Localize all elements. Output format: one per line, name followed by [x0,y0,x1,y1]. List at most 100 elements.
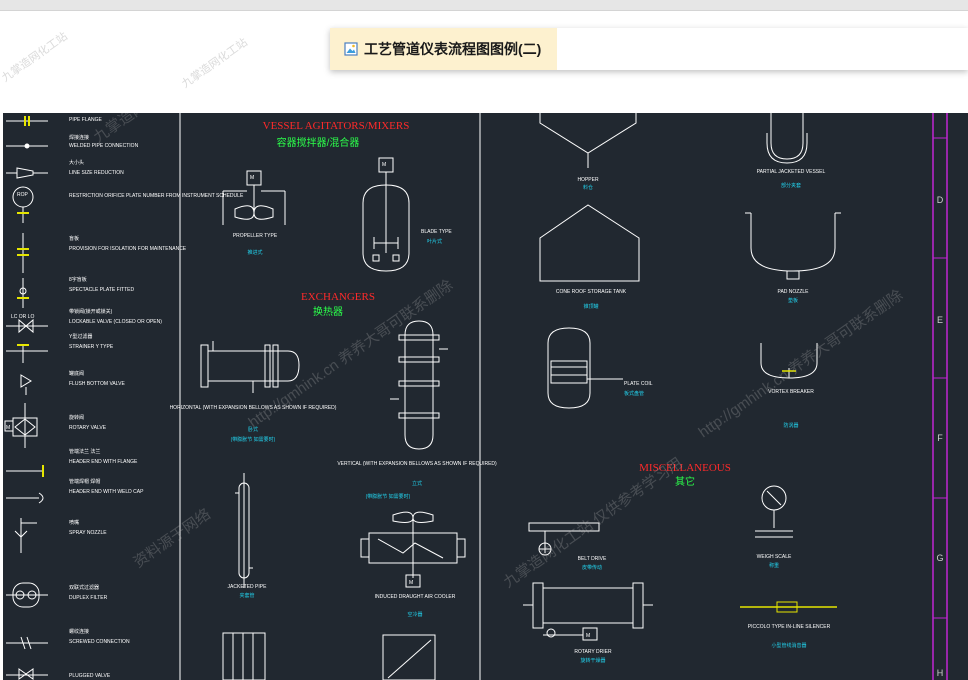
piccolo-label-en: PICCOLO TYPE IN-LINE SILENCER [748,624,831,630]
weigh-scale-label-cn: 称重 [769,562,779,569]
hopper-label-en: HOPPER [577,177,599,183]
legend-header-cap-en: HEADER END WITH WELD CAP [69,489,144,495]
legend-strainer-cn: Y型过滤器 [69,333,92,340]
legend-duplex-en: DUPLEX FILTER [69,595,108,601]
legend-reducer-en: LINE SIZE REDUCTION [69,170,124,176]
section-exchangers-titles: EXCHANGERS 换热器 [301,291,375,318]
spectacle-plate-symbol [17,278,29,308]
horizontal-label-cn: 卧式 [248,426,258,433]
restriction-orifice-symbol [12,186,34,223]
legend-rotary-en: ROTARY VALVE [69,425,107,431]
border-letter-e: E [937,315,943,325]
air-cooler-label-cn: 空冷器 [407,611,422,618]
border-ticks [933,137,947,619]
watermark-site-right: http://gmhink.cn 养养大哥可联系删除 [696,287,906,441]
legend-welded-en: WELDED PIPE CONNECTION [69,143,139,149]
belt-drive-label-cn: 皮带传动 [582,564,602,571]
border-letter-d: D [937,195,944,205]
legend-pipe-flange-en: PIPE FLANGE [69,117,102,123]
vessel-title-cn: 容器搅拌器/混合器 [277,136,360,149]
vertical-note: (带膨胀节 如需要时) [366,493,411,500]
border-letters: D E F G H [936,195,943,678]
legend-blind-en: PROVISION FOR ISOLATION FOR MAINTENANCE [69,246,187,252]
hopper-symbol [539,113,637,168]
legend-strainer-en: STRAINER Y TYPE [69,344,114,350]
orifice-tag-text: ROP [17,192,29,198]
pid-legend-drawing: D E F G H PIPE FLANGE 焊接连接 WELDED PIPE C… [4,113,948,680]
vessel-title-en: VESSEL AGITATORS/MIXERS [263,120,410,132]
cad-drawing-viewport[interactable]: D E F G H PIPE FLANGE 焊接连接 WELDED PIPE C… [3,113,968,680]
partial-exchanger-bottom-left [222,632,266,680]
legend-reducer-cn: 大小头 [69,159,84,166]
legend-screwed-cn: 螺纹连接 [69,628,89,635]
plugged-valve-symbol [6,668,48,680]
exchangers-title-en: EXCHANGERS [301,291,375,303]
legend-duplex-cn: 双联式过滤器 [69,584,99,591]
horizontal-note: (带膨胀节 如需要时) [231,436,276,443]
legend-spray-en: SPRAY NOZZLE [69,530,107,536]
propeller-agitator-symbol [222,170,286,225]
legend-left-column: PIPE FLANGE 焊接连接 WELDED PIPE CONNECTION … [4,116,244,680]
pipe-flange-symbol [6,116,48,126]
screwed-connection-symbol [6,636,48,650]
section-vessel-titles: VESSEL AGITATORS/MIXERS 容器搅拌器/混合器 [263,120,410,149]
document-tab-label[interactable]: 工艺管道仪表流程图图例(二) [330,28,558,70]
border-letter-g: G [936,553,943,563]
propeller-label-cn: 推进式 [247,249,262,256]
blade-label-en: BLADE TYPE [421,229,452,235]
piccolo-label-cn: 小型管线消音器 [771,642,806,649]
image-file-icon [344,42,358,56]
blade-motor-tag: M [382,162,386,168]
cone-roof-label-cn: 锥顶罐 [583,303,598,310]
partial-exchanger-bottom-right [382,634,436,680]
legend-spectacle-en: SPECTACLE PLATE FITTED [69,287,134,293]
plate-coil-symbol [547,327,623,409]
belt-drive-label-en: BELT DRIVE [578,556,607,562]
plate-coil-label-cn: 板式盘管 [624,390,644,397]
document-title: 工艺管道仪表流程图图例(二) [364,41,542,57]
hopper-label-cn: 料仓 [583,184,593,191]
jacketed-pipe-label-cn: 夹套管 [239,592,254,599]
jacketed-pipe-symbol [235,473,253,588]
blade-label-cn: 叶片式 [427,238,442,245]
weigh-scale-label-en: WEIGH SCALE [757,554,792,560]
reducer-symbol [6,167,48,179]
cone-roof-tank-symbol [539,204,640,282]
legend-plugged-en: PLUGGED VALVE [69,673,111,679]
section-misc-titles: MISCELLANEOUS 其它 [639,462,731,488]
rotary-valve-symbol [4,403,38,448]
belt-drive-symbol [528,522,600,556]
vortex-breaker-symbol [760,343,818,379]
jacketed-pipe-label-en: JACKETED PIPE [228,584,268,590]
lockable-tag-text: LC OR LO [11,314,34,320]
legend-screwed-en: SCREWED CONNECTION [69,639,130,645]
legend-spray-cn: 喷嘴 [69,519,79,526]
pad-nozzle-symbol [745,212,841,280]
misc-title-en: MISCELLANEOUS [639,462,731,474]
propeller-motor-tag: M [250,175,254,181]
duplex-filter-symbol [6,582,48,608]
legend-spectacle-cn: 8字盲板 [69,276,87,283]
watermark-network: 资料源于网络 [131,506,214,572]
top-watermark-layer: 九掌造网化工站 九掌造网化工站 [0,29,250,91]
watermark-top-left: 九掌造网化工站 [91,113,187,146]
partial-jacketed-label-en: PARTIAL JACKETED VESSEL [757,169,826,175]
legend-header-flange-cn: 管端法兰 法兰 [69,448,100,455]
rotary-drier-label-en: ROTARY DRIER [574,649,612,655]
partial-jacketed-label-cn: 部分夹套 [781,182,801,189]
weigh-scale-symbol [755,485,793,538]
rotary-drier-motor-tag: M [586,633,590,639]
vertical-label-cn: 立式 [412,480,422,487]
rotary-drier-label-cn: 旋转干燥器 [580,657,605,664]
pad-nozzle-label-en: PAD NOZZLE [777,289,809,295]
pad-nozzle-label-cn: 垫板 [788,297,798,304]
legend-header-flange-en: HEADER END WITH FLANGE [69,459,138,465]
vortex-label-cn: 防涡器 [783,422,798,429]
exchangers-title-cn: 换热器 [313,305,343,318]
rotary-motor-tag: M [6,425,10,431]
legend-orifice-en: RESTRICTION ORIFICE PLATE NUMBER FROM IN… [69,193,244,199]
horizontal-exchanger-symbol [200,341,300,393]
legend-rotary-cn: 旋转阀 [69,414,84,421]
document-tab[interactable]: 工艺管道仪表流程图图例(二) [330,28,968,70]
lockable-valve-symbol [6,318,48,334]
